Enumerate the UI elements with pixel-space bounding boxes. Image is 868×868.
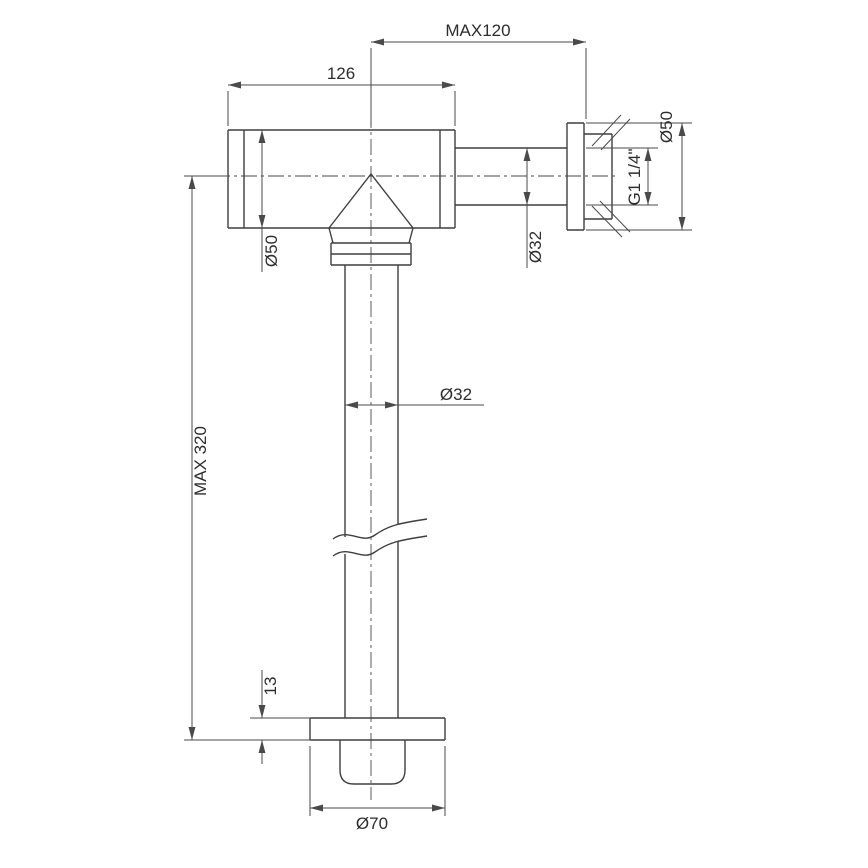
dim-label-max120: MAX120	[445, 21, 510, 40]
dim-126	[227, 81, 456, 126]
centerlines	[214, 112, 618, 800]
dimension-labels: MAX120 126 Ø50 Ø32 G1 1/4" Ø50 Ø32 MAX 3…	[191, 21, 676, 833]
dim-plate-thickness	[250, 670, 312, 764]
dimensions	[184, 38, 692, 816]
valve-body	[227, 129, 456, 229]
pipe-break-symbol	[332, 518, 428, 557]
dim-label-flange-diameter: Ø50	[657, 111, 676, 143]
dim-label-pipe-diameter: Ø32	[440, 385, 472, 404]
outlet-collar	[328, 227, 414, 266]
down-pipe	[344, 265, 399, 718]
dim-label-inlet-diameter: Ø32	[526, 231, 545, 263]
dim-max120	[370, 38, 587, 126]
escutcheon-plate	[309, 717, 446, 741]
dim-label-body-diameter: Ø50	[262, 235, 281, 267]
dim-label-max320: MAX 320	[191, 426, 210, 496]
dim-label-body-width: 126	[327, 64, 355, 83]
outlet-spigot	[339, 740, 406, 785]
dim-outlet-diameter	[309, 746, 446, 816]
dim-label-plate-thickness: 13	[261, 677, 280, 696]
dim-flange-diameter	[586, 122, 692, 231]
dim-label-thread-size: G1 1/4"	[625, 148, 644, 205]
fixture-outline	[227, 122, 613, 785]
wall-break-marks	[591, 114, 631, 238]
dim-label-outlet-diameter: Ø70	[356, 814, 388, 833]
side-inlet-pipe	[455, 147, 567, 206]
dim-thread-size	[586, 147, 658, 206]
wall-flange	[566, 122, 613, 231]
